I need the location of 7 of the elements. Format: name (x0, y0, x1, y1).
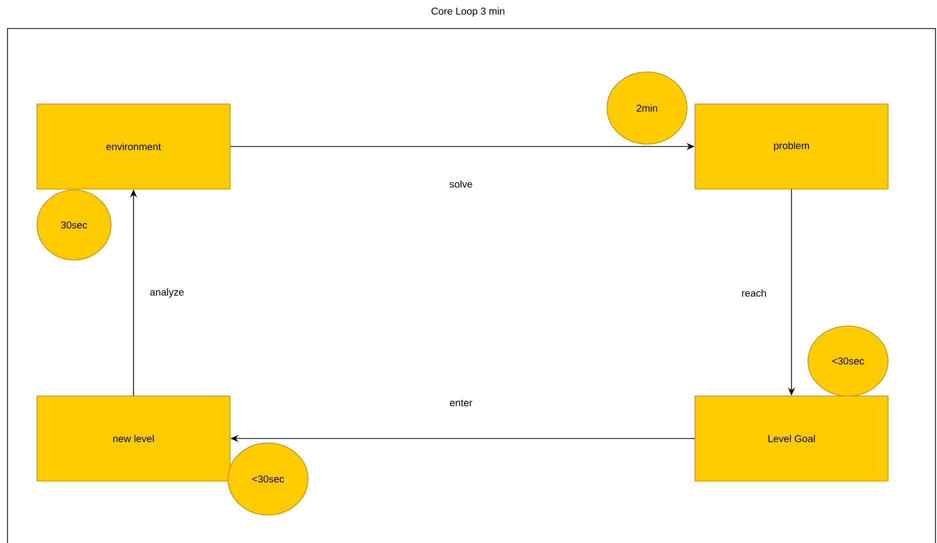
edge-label: reach (740, 288, 768, 298)
process-box: problem (694, 104, 888, 190)
process-box: new level (36, 396, 230, 482)
edge-label: solve (448, 179, 474, 189)
edge-label: enter (448, 398, 474, 408)
title: Core Loop 3 min (432, 7, 504, 17)
edge-label: analyze (148, 287, 186, 299)
